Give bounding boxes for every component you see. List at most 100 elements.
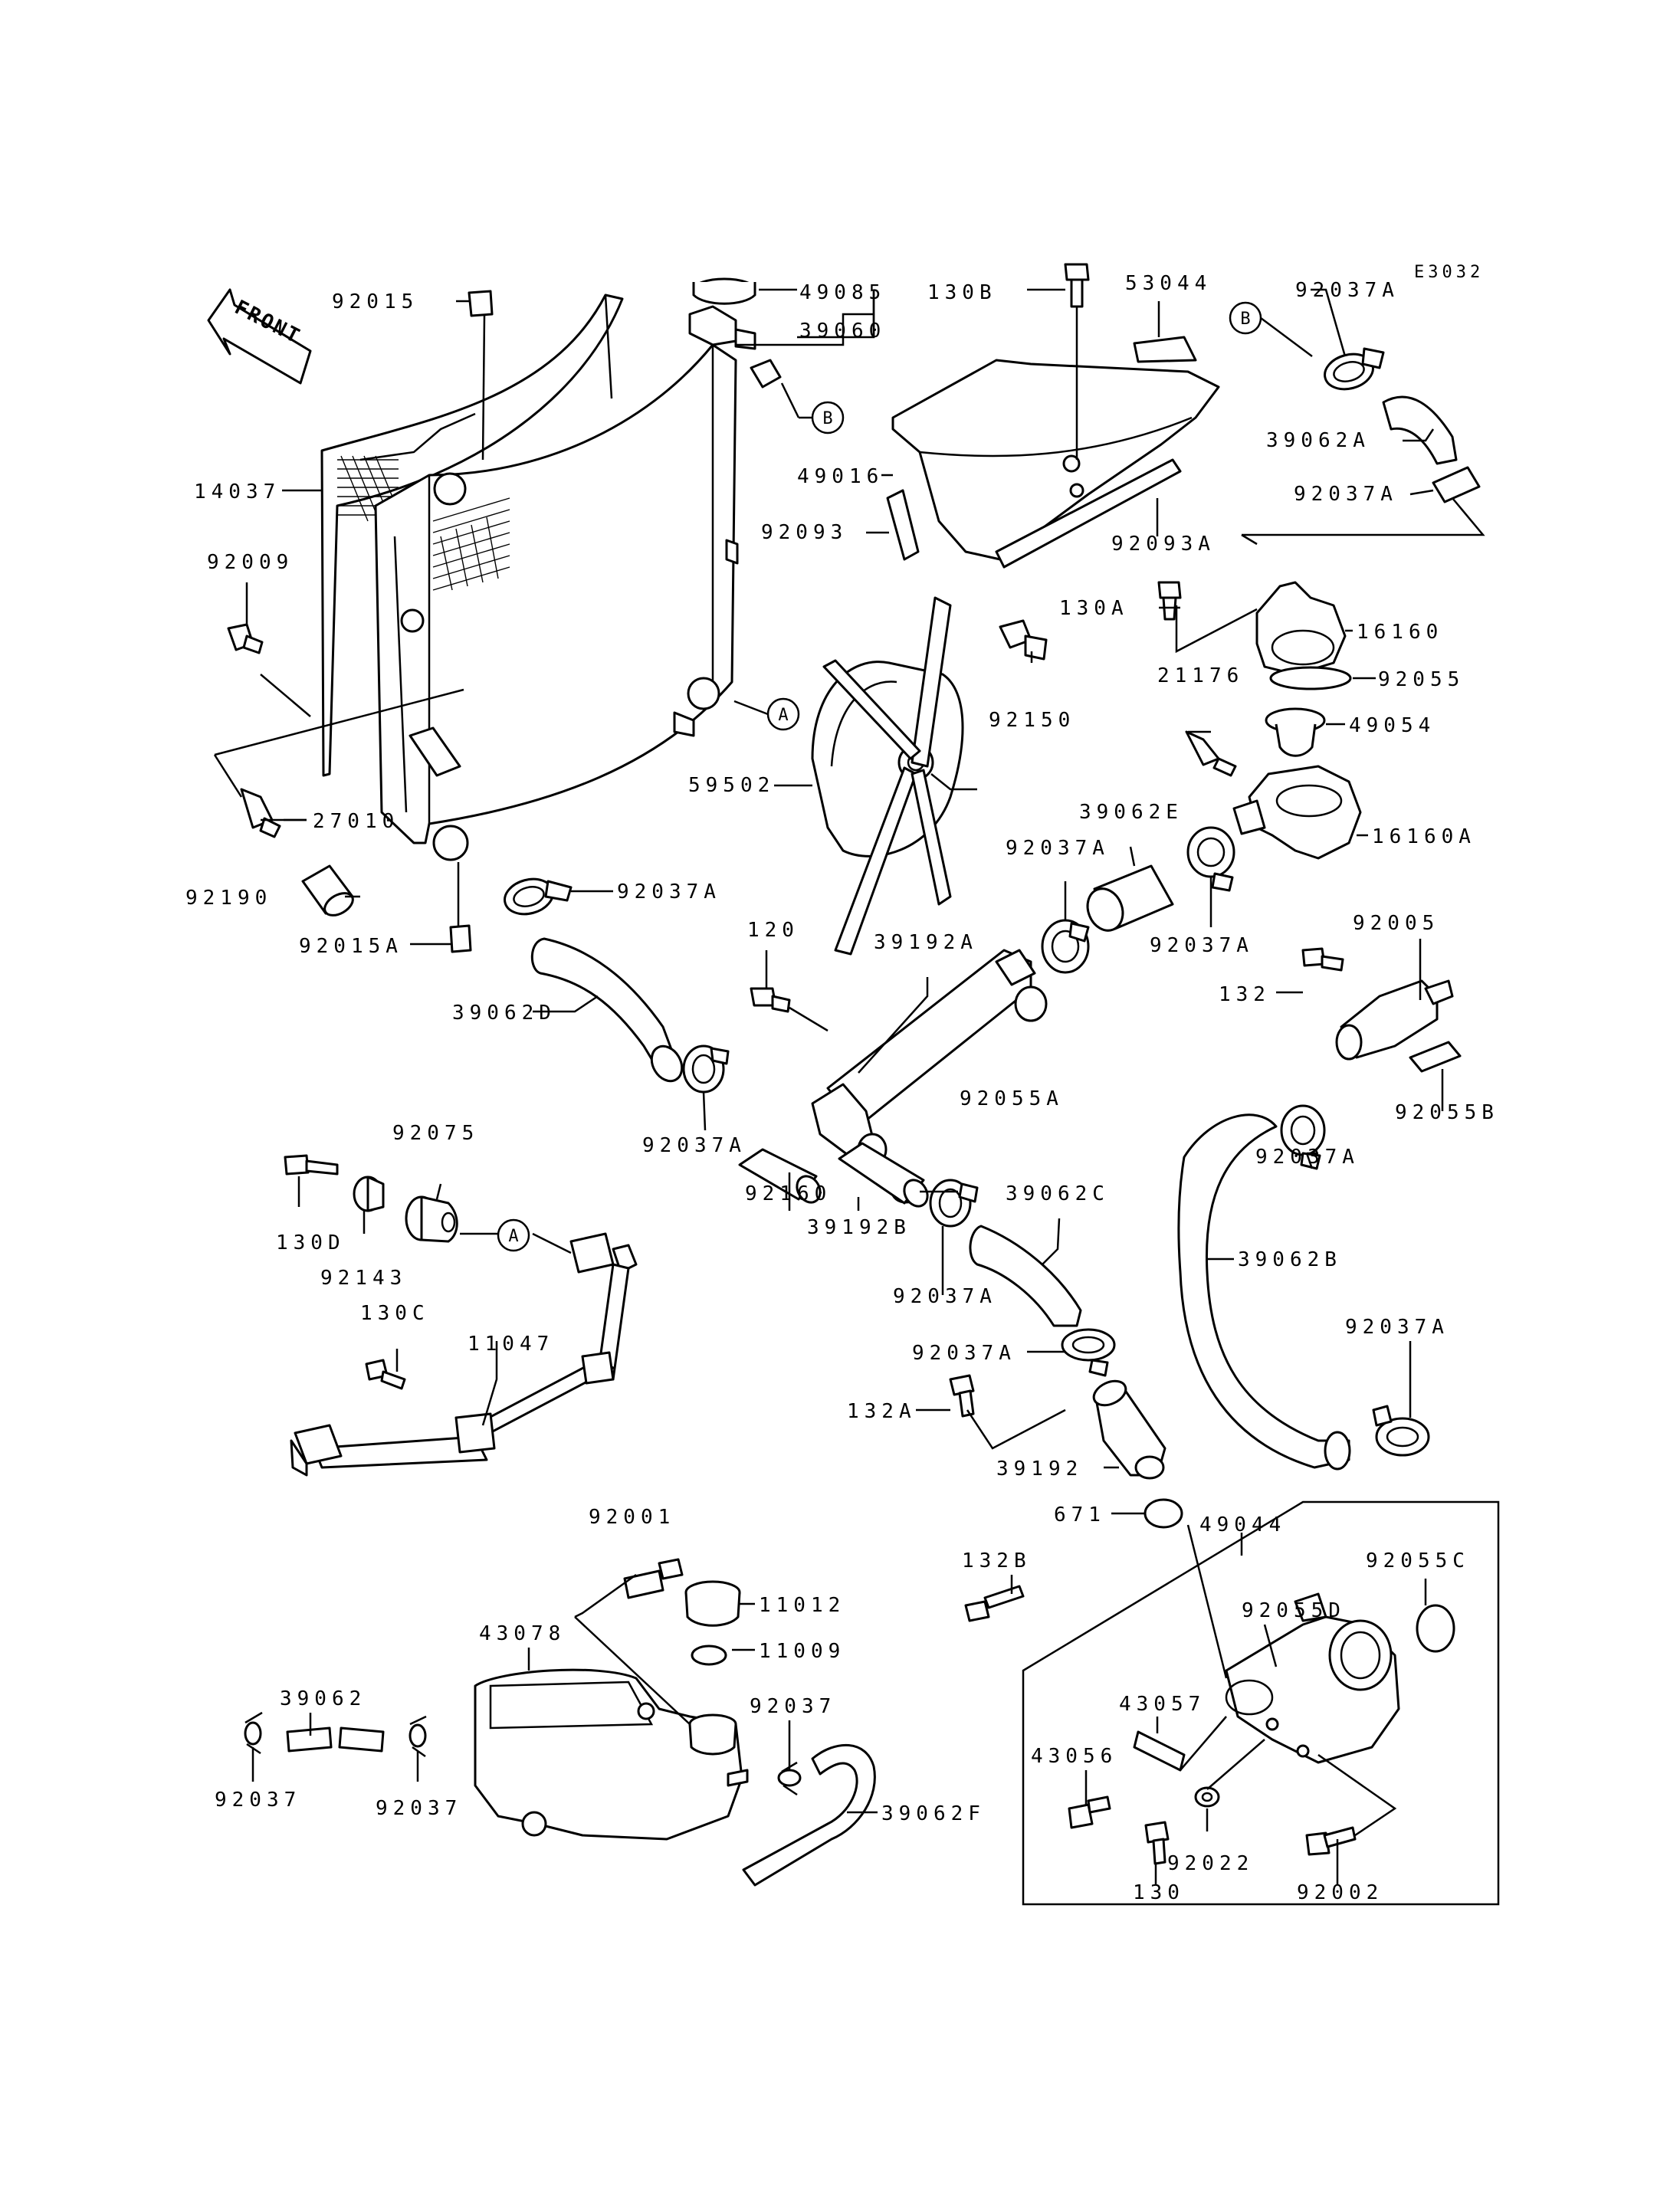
label-92037-tank: 92037 — [750, 1695, 836, 1718]
label-92009: 92009 — [207, 551, 294, 574]
cap-11012 — [684, 1580, 741, 1627]
label-49016: 49016 — [797, 465, 884, 488]
label-16160A: 16160A — [1372, 825, 1476, 848]
label-39192A: 39192A — [874, 931, 978, 954]
strip-92093A — [995, 458, 1182, 569]
label-92005: 92005 — [1353, 912, 1439, 935]
label-92037A-d: 92037A — [642, 1134, 746, 1157]
ref-marker-a-bracket: A — [497, 1218, 530, 1252]
clip-92037-l2 — [409, 1715, 427, 1758]
thermostat-cover-16160 — [1255, 581, 1347, 676]
bolt-132A — [949, 1374, 975, 1418]
water-pump-body-92055D — [1225, 1592, 1400, 1764]
clip-92015 — [468, 290, 494, 317]
clamp-92037A-d — [682, 1044, 730, 1094]
label-92037A-left: 92037A — [617, 880, 721, 903]
grommet-92075 — [405, 1195, 458, 1243]
label-92015A: 92015A — [299, 935, 403, 958]
label-92037A-c2: 92037A — [912, 1342, 1016, 1365]
label-92037-l1: 92037 — [215, 1789, 301, 1812]
label-92037A-mid: 92037A — [1150, 934, 1254, 957]
bolt-130C — [365, 1359, 406, 1390]
label-14037: 14037 — [194, 480, 281, 503]
thermostat-49054 — [1265, 707, 1326, 757]
label-130C: 130C — [360, 1302, 430, 1325]
radiator-core — [374, 305, 756, 861]
hose-92160 — [738, 1148, 822, 1204]
label-92093: 92093 — [761, 521, 848, 544]
hose-39062A — [1382, 395, 1458, 465]
pipe-39192B — [838, 1142, 929, 1208]
clamp-92037A-top — [1324, 347, 1385, 391]
label-130: 130 — [1133, 1881, 1185, 1904]
cover-49016 — [891, 359, 1220, 561]
label-27010: 27010 — [313, 810, 399, 833]
label-132B: 132B — [962, 1549, 1032, 1572]
collar-92143 — [353, 1176, 385, 1212]
label-132A: 132A — [847, 1400, 917, 1423]
label-39192: 39192 — [996, 1458, 1083, 1481]
sensor-21176 — [1185, 730, 1237, 777]
front-arrow-icon: FRONT — [207, 288, 312, 385]
label-120: 120 — [747, 919, 799, 942]
bolt-132B — [964, 1585, 1025, 1622]
label-92093A: 92093A — [1111, 533, 1216, 556]
label-16160: 16160 — [1357, 621, 1443, 644]
bolt-92001 — [623, 1558, 684, 1599]
fan-assembly-59502 — [811, 596, 977, 956]
label-43056: 43056 — [1031, 1745, 1117, 1768]
label-59502: 59502 — [688, 774, 775, 797]
bolt-120 — [750, 987, 791, 1013]
part-labels: 92015 49085 130B 53044 92037A 39060 1403… — [185, 272, 1494, 1904]
gasket-92055B — [1409, 1041, 1462, 1073]
label-21176: 21176 — [1157, 664, 1244, 687]
label-92037A-e: 92037A — [1006, 837, 1110, 860]
label-43057: 43057 — [1119, 1693, 1206, 1716]
label-92143: 92143 — [320, 1267, 407, 1290]
label-11009: 11009 — [759, 1640, 845, 1663]
pipe-39192 — [1092, 1379, 1166, 1480]
bolt-130D — [284, 1154, 339, 1176]
label-92055A: 92055A — [960, 1087, 1064, 1110]
ref-marker-b-right: B — [1229, 301, 1262, 335]
tube-92190 — [301, 864, 354, 917]
water-pump-group-49044 — [1022, 1500, 1500, 1906]
clip-92015A — [449, 924, 472, 953]
svg-text:B: B — [1240, 310, 1250, 329]
label-92055: 92055 — [1378, 668, 1465, 691]
figure-code: E3032 — [1414, 263, 1484, 282]
bracket-43057 — [1133, 1730, 1186, 1772]
clamp-92037A-e-left — [1041, 919, 1090, 974]
bolt-132 — [1301, 947, 1344, 972]
label-39062F: 39062F — [881, 1802, 986, 1825]
label-92190: 92190 — [185, 887, 272, 910]
ref-marker-b-top: B — [811, 401, 845, 434]
svg-text:A: A — [508, 1227, 518, 1246]
oring-92055 — [1269, 666, 1352, 690]
ref-marker-a-radiator: A — [766, 697, 800, 731]
hose-39062F — [742, 1743, 876, 1887]
label-92015: 92015 — [332, 290, 418, 313]
bolt-92002 — [1305, 1826, 1357, 1856]
bolt-130B — [1064, 263, 1090, 308]
label-92075: 92075 — [392, 1122, 479, 1145]
label-92055D: 92055D — [1242, 1599, 1346, 1622]
hose-39062D — [530, 937, 676, 1071]
bolt-43056 — [1068, 1795, 1111, 1829]
hose-39062C — [969, 1225, 1082, 1327]
washer-92022 — [1194, 1786, 1220, 1808]
label-53044: 53044 — [1125, 272, 1212, 295]
label-39062A: 39062A — [1266, 429, 1370, 452]
label-130A: 130A — [1059, 597, 1129, 620]
label-92037A-tr: 92037A — [1295, 279, 1399, 302]
clamp-92037A-radiator — [504, 877, 573, 916]
clamp-92037A-c — [929, 1179, 979, 1228]
water-pipe-39192A — [811, 949, 1048, 1166]
leader-lines — [213, 288, 1485, 1885]
radiator-cap-49085 — [692, 277, 756, 305]
svg-text:B: B — [822, 409, 832, 428]
label-92037A-br: 92037A — [1345, 1316, 1449, 1339]
label-39062E: 39062E — [1079, 801, 1183, 824]
label-39062: 39062 — [280, 1687, 366, 1710]
clamp-92037A-r2 — [1432, 466, 1481, 503]
